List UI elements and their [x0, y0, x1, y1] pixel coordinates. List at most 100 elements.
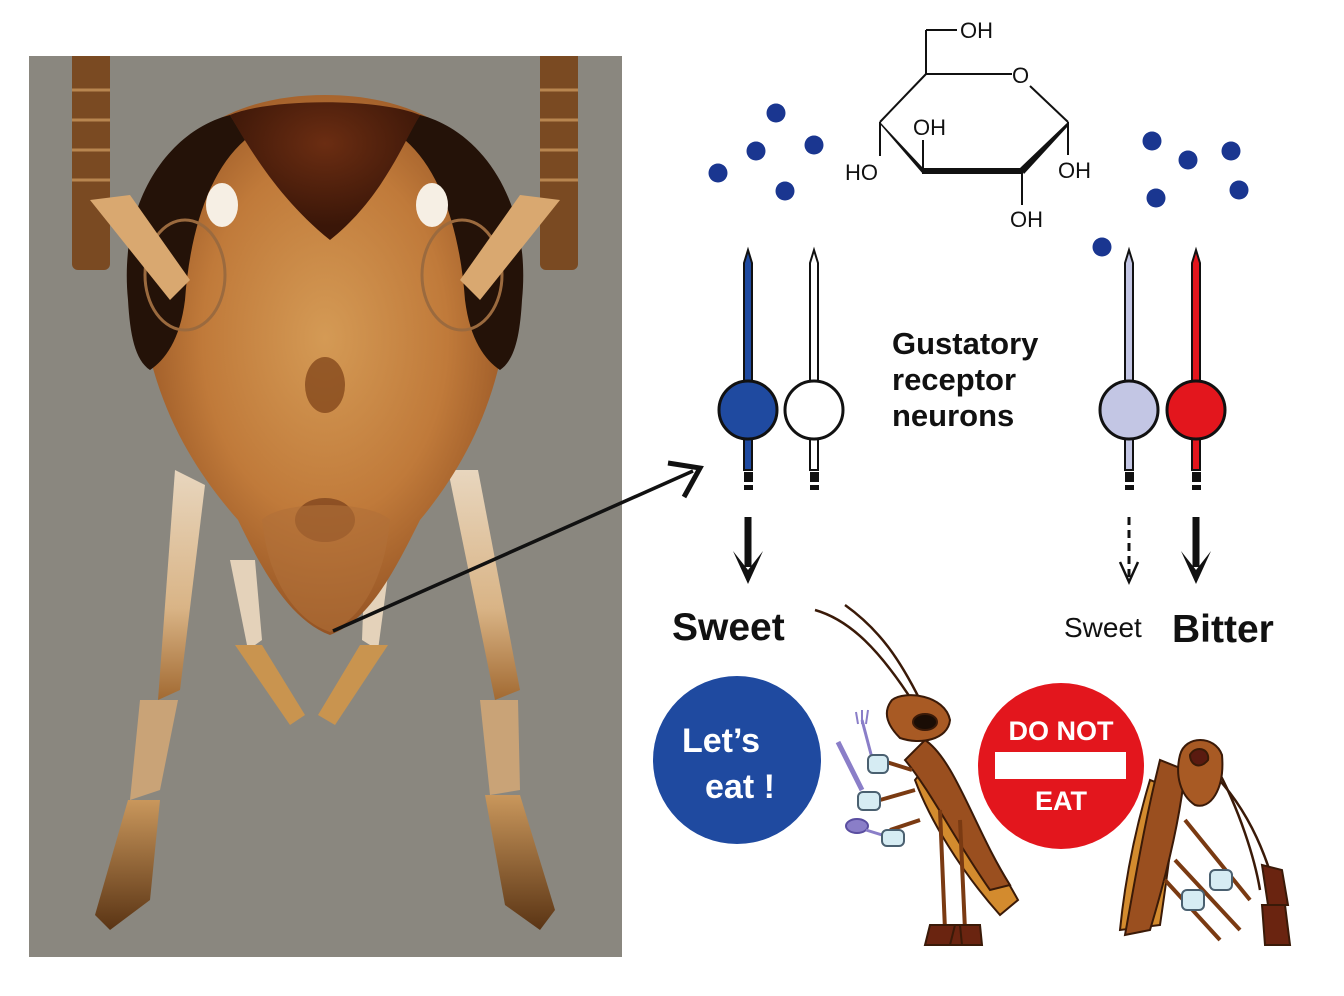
- happy-gloves: [857, 754, 905, 847]
- head-crown: [230, 102, 420, 240]
- strong-output-arrowhead: [1181, 551, 1211, 584]
- glucose-label-right-oh: OH: [1058, 158, 1091, 183]
- happy-antenna-1: [814, 608, 917, 706]
- left-antenna: [72, 56, 110, 270]
- glucose-label-inner-oh: OH: [913, 115, 946, 140]
- dendrite: [1124, 246, 1134, 388]
- left-labial-palp: [230, 560, 262, 650]
- glucose-label-bottom-oh: OH: [1010, 207, 1043, 232]
- strong-output-arrowhead: [733, 551, 763, 584]
- lets-eat-sign: [653, 676, 821, 844]
- right-highlight: [416, 183, 448, 227]
- strong-output-arrow: [1192, 517, 1200, 567]
- right-maxillary-palp-segment: [480, 700, 520, 795]
- bitter-taste-label: Bitter: [1172, 608, 1274, 651]
- sugar-molecule-dot: [775, 181, 795, 201]
- left-maxillary-palp-segment: [130, 700, 178, 800]
- sad-gloves: [1181, 869, 1233, 911]
- happy-antenna-2: [844, 603, 922, 701]
- dendrite: [743, 246, 753, 388]
- labrum: [262, 505, 390, 632]
- lets-eat-line1: Let’s: [682, 722, 761, 760]
- sugar-molecule-dot: [1221, 141, 1241, 161]
- pointer-arrow-line: [332, 469, 694, 633]
- sugar-molecule-dot: [1092, 237, 1112, 257]
- gustatory-receptor-neurons-label: Gustatory receptor neurons: [892, 326, 1039, 433]
- sugar-molecule-dot: [766, 103, 786, 123]
- sugar-molecule-dot: [1146, 188, 1166, 208]
- left-maxillary-palp-tip: [95, 800, 160, 930]
- right-scape: [460, 195, 560, 300]
- sugar-molecule-dot: [1142, 131, 1162, 151]
- sweet-receptor-neuron-active: [717, 246, 779, 490]
- sad-feet: [1260, 863, 1292, 946]
- left-scape: [90, 195, 190, 300]
- left-antenna-socket: [143, 218, 227, 332]
- happy-legs: [879, 758, 967, 931]
- right-antenna: [540, 56, 578, 270]
- bitter-receptor-neuron-inactive: [783, 246, 845, 490]
- pointer-arrow-head: [667, 460, 704, 499]
- frons-spot: [305, 357, 345, 413]
- axon-break: [744, 472, 753, 482]
- happy-feet: [923, 924, 984, 946]
- right-antenna-socket: [420, 218, 504, 332]
- sad-body: [1123, 758, 1187, 937]
- sugar-molecule-dot: [804, 135, 824, 155]
- glucose-wedge-right: [1020, 122, 1069, 174]
- axon-break: [1125, 472, 1134, 482]
- right-maxillary-palp-tip: [485, 795, 555, 930]
- bitter-receptor-neuron-active: [1165, 246, 1227, 490]
- fork-tines: [855, 709, 869, 725]
- glucose-wedge-left: [880, 122, 923, 174]
- sugar-molecule-dot: [1229, 180, 1249, 200]
- dendrite: [809, 246, 819, 388]
- axon-break: [810, 472, 819, 482]
- dendrite: [1191, 246, 1201, 388]
- sad-eye: [1188, 748, 1210, 767]
- right-maxillary-palp: [448, 470, 520, 700]
- sad-antenna-2: [1213, 764, 1262, 891]
- sweet-receptor-neuron-weak: [1098, 246, 1160, 490]
- happy-eye: [912, 713, 938, 731]
- left-labial-palp-tip: [235, 645, 305, 725]
- knife-icon: [835, 740, 865, 792]
- glucose-label-ring-o: O: [1012, 63, 1029, 88]
- axon-break: [810, 485, 819, 490]
- glucose-label-top-oh: OH: [960, 18, 993, 43]
- weak-output-arrowhead: [1118, 561, 1140, 586]
- right-labial-palp-tip: [318, 645, 388, 725]
- sweet-taste-label: Sweet: [672, 606, 785, 649]
- axon-break: [1125, 485, 1134, 490]
- cell-body: [1165, 379, 1227, 441]
- cell-body: [1098, 379, 1160, 441]
- sad-legs: [1163, 818, 1252, 942]
- weak-sweet-taste-label: Sweet: [1064, 612, 1142, 643]
- do-not-line1: DO NOT: [1008, 716, 1114, 746]
- glucose-label-left-ho: HO: [845, 160, 878, 185]
- cell-body: [783, 379, 845, 441]
- sugar-molecule-dot: [746, 141, 766, 161]
- strong-output-arrow: [744, 517, 752, 567]
- lets-eat-line2: eat !: [705, 768, 775, 806]
- spoon-icon: [845, 818, 869, 834]
- do-not-eat-line2: EAT: [1035, 786, 1087, 816]
- left-compound-eye: [126, 115, 245, 370]
- sugar-molecule-dot: [708, 163, 728, 183]
- left-maxillary-palp: [158, 470, 205, 700]
- sugar-molecule-dot: [1178, 150, 1198, 170]
- happy-body: [903, 738, 1012, 892]
- happy-cockroach-cartoon: [814, 603, 1020, 946]
- left-highlight: [206, 183, 238, 227]
- axon-break: [1192, 485, 1201, 490]
- cutlery: [835, 709, 893, 840]
- do-not-eat-bar: [995, 752, 1126, 779]
- axon-break: [744, 485, 753, 490]
- cell-body: [717, 379, 779, 441]
